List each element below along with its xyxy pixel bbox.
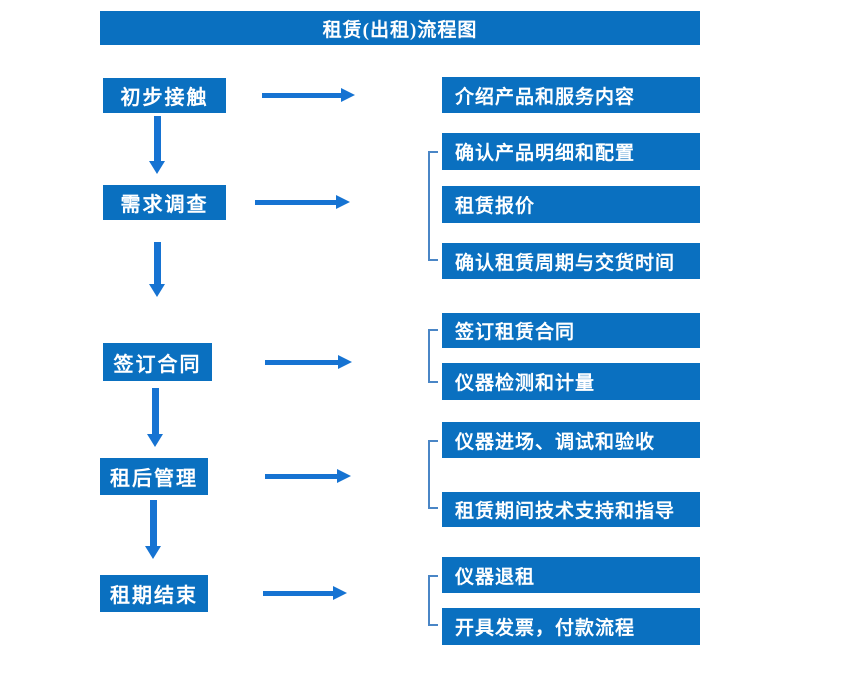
title-bar: 租赁(出租)流程图: [100, 11, 700, 45]
output-box-rental-quote: 租赁报价: [442, 186, 700, 223]
right-arrow-icon-2: [255, 195, 350, 209]
output-box-technical-support: 租赁期间技术支持和指导: [442, 492, 700, 527]
stage-box-initial-contact: 初步接触: [103, 78, 226, 113]
right-arrow-icon-4: [265, 469, 351, 483]
branch-bracket-sign-contract: [428, 329, 438, 383]
output-box-instrument-return: 仪器退租: [442, 557, 700, 593]
stage-box-demand-survey: 需求调查: [103, 185, 226, 220]
output-box-sign-rental-contract: 签订租赁合同: [442, 313, 700, 348]
page-title: 租赁(出租)流程图: [322, 19, 478, 41]
branch-bracket-post-rental-management: [428, 440, 438, 509]
output-box-introduce-products: 介绍产品和服务内容: [442, 77, 700, 113]
right-arrow-icon-3: [265, 355, 352, 369]
right-arrow-icon-5: [263, 586, 347, 600]
down-arrow-icon-4: [145, 500, 161, 559]
output-box-confirm-rental-period: 确认租赁周期与交货时间: [442, 243, 700, 279]
branch-bracket-demand-survey: [428, 151, 438, 261]
output-box-instrument-installation: 仪器进场、调试和验收: [442, 422, 700, 458]
down-arrow-icon-1: [149, 116, 165, 174]
output-box-invoice-payment: 开具发票，付款流程: [442, 608, 700, 645]
stage-box-post-rental-management: 租后管理: [100, 458, 208, 495]
down-arrow-icon-2: [149, 242, 165, 297]
stage-box-sign-contract: 签订合同: [103, 343, 212, 381]
down-arrow-icon-3: [147, 388, 163, 447]
output-box-instrument-testing: 仪器检测和计量: [442, 363, 700, 400]
stage-box-rental-end: 租期结束: [100, 575, 208, 612]
right-arrow-icon-1: [262, 88, 355, 102]
branch-bracket-rental-end: [428, 575, 438, 626]
output-box-confirm-product-details: 确认产品明细和配置: [442, 133, 700, 170]
